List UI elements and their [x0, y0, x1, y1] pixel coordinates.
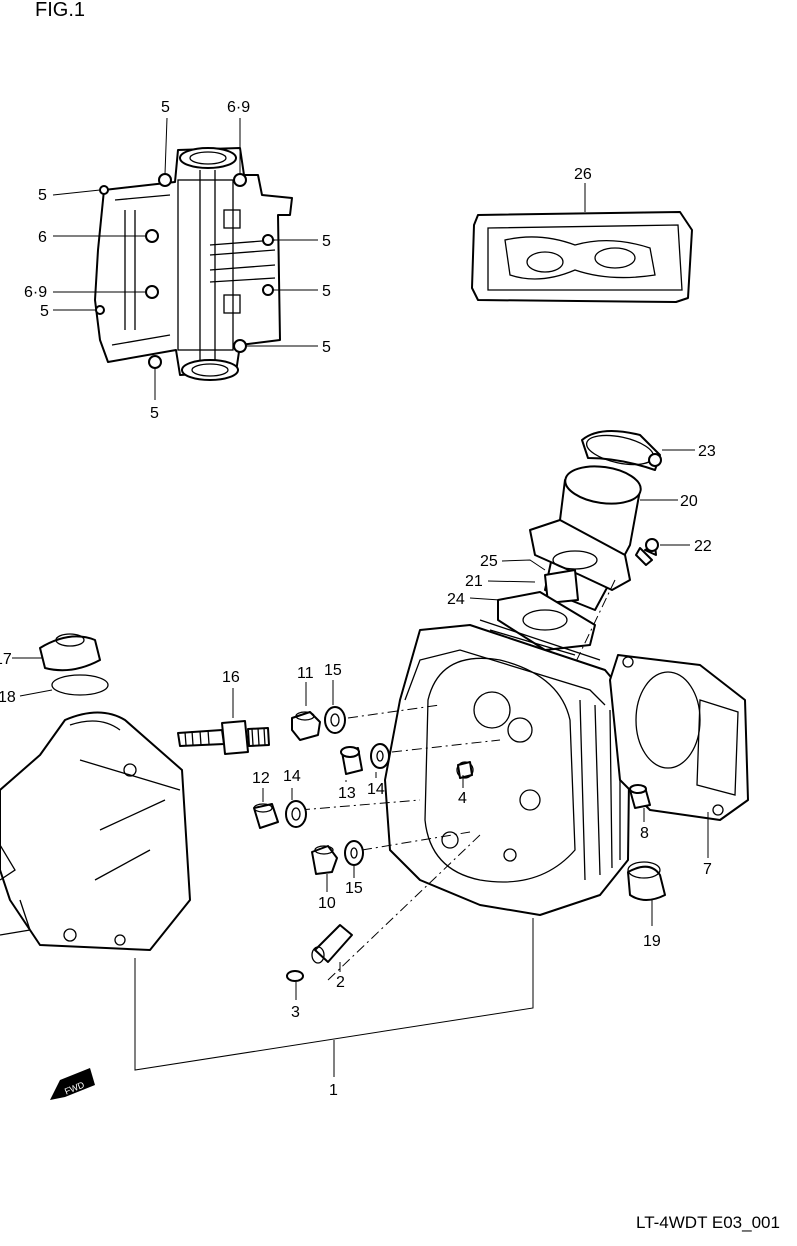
callout-5-f: 5: [322, 339, 331, 356]
callout-4: 4: [458, 790, 467, 807]
callout-7: 7: [703, 861, 712, 878]
dowel-pin: [629, 784, 651, 822]
callout-15-b: 15: [345, 880, 363, 897]
callout-5-e: 5: [40, 303, 49, 320]
callout-19: 19: [643, 933, 661, 950]
callout-25: 25: [480, 553, 498, 570]
head-leaders: [299, 704, 501, 981]
callout-23: 23: [698, 443, 716, 460]
spark-plug: [177, 688, 270, 755]
callout-5-b: 5: [38, 187, 47, 204]
callout-6-9-b: 6·9: [24, 284, 47, 301]
hardware-parts: [253, 680, 390, 1000]
callout-24: 24: [447, 591, 465, 608]
callout-3: 3: [291, 1004, 300, 1021]
head-cover-top-view: [94, 147, 293, 381]
callout-11: 11: [297, 665, 314, 682]
callout-21: 21: [465, 573, 483, 590]
callout-14-b: 14: [367, 781, 385, 798]
cylinder-gasket: [609, 654, 749, 858]
callout-12: 12: [252, 770, 270, 787]
callout-5-c: 5: [322, 233, 331, 250]
head-cover-leaders: [52, 117, 318, 400]
intake-leaders: [469, 449, 695, 671]
callout-20: 20: [680, 493, 698, 510]
callout-2: 2: [336, 974, 345, 991]
fwd-arrow-icon: FWD: [50, 1068, 95, 1100]
callout-5-g: 5: [150, 405, 159, 422]
callout-15-a: 15: [324, 662, 342, 679]
callout-18: 18: [0, 689, 16, 706]
callout-22: 22: [694, 538, 712, 555]
callout-17: 17: [0, 651, 12, 668]
callout-6: 6: [38, 229, 47, 246]
callout-26: 26: [574, 166, 592, 183]
figure-code: LT-4WDT E03_001: [636, 1213, 780, 1232]
plug: [627, 861, 666, 926]
intake-pipe: [497, 430, 662, 651]
callout-13: 13: [338, 785, 356, 802]
assembly-bracket: [134, 918, 534, 1077]
callout-1: 1: [329, 1082, 338, 1099]
callout-5-d: 5: [322, 283, 331, 300]
gasket-set: [471, 183, 693, 303]
callout-6-9-a: 6·9: [227, 99, 250, 116]
callout-14-a: 14: [283, 768, 301, 785]
callout-5-a: 5: [161, 99, 170, 116]
callout-8: 8: [640, 825, 649, 842]
callout-10: 10: [318, 895, 336, 912]
callout-16: 16: [222, 669, 240, 686]
figure-title: FIG.1: [35, 0, 85, 21]
side-cover: [0, 633, 191, 951]
cylinder-head: [384, 619, 631, 916]
